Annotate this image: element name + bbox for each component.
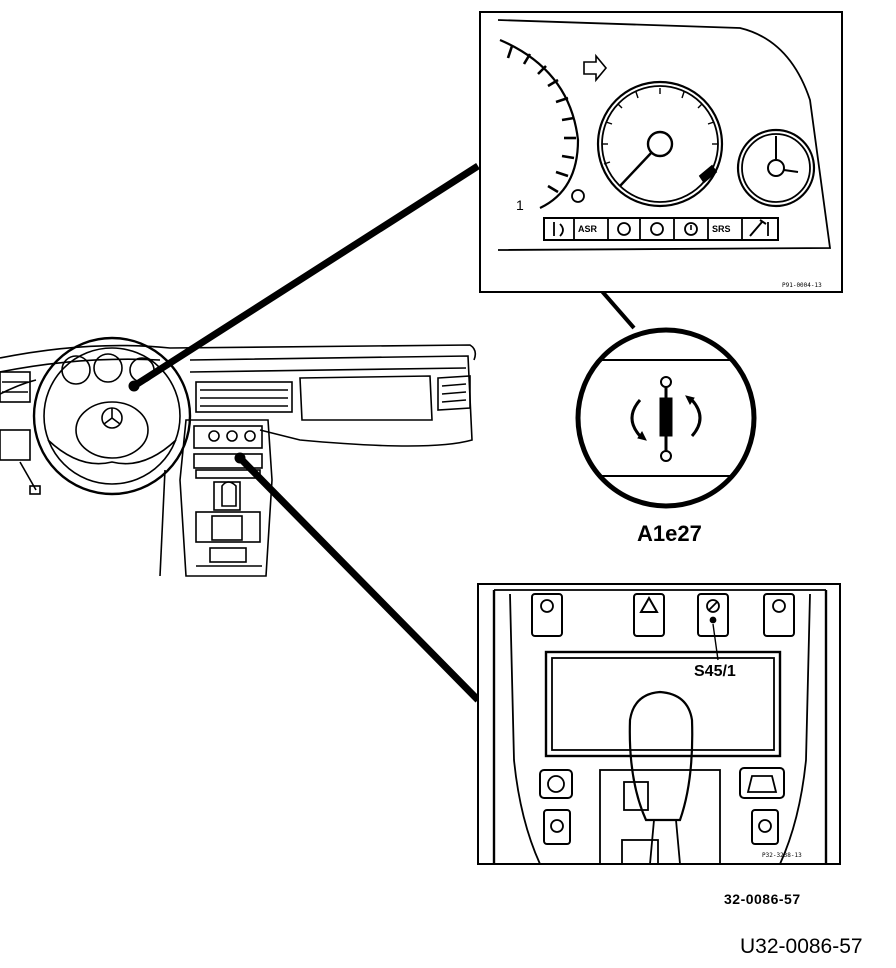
symbol-callout-label: A1e27 xyxy=(637,521,702,546)
dashboard-overview xyxy=(0,336,477,577)
steering-wheel-icon xyxy=(32,336,192,496)
center-console-detail xyxy=(477,583,841,865)
asr-icon: ASR xyxy=(578,224,598,234)
drawing-code-large: U32-0086-57 xyxy=(740,935,863,958)
console-drawing-ref: P32-3238-13 xyxy=(762,852,802,859)
warning-lamp-strip xyxy=(543,217,779,241)
turn-arrow-icon xyxy=(583,53,608,83)
svg-text:1: 1 xyxy=(516,197,524,213)
cluster-drawing-ref: P91-0004-13 xyxy=(782,282,822,289)
hazard-icon xyxy=(639,595,659,613)
srs-icon: SRS xyxy=(712,224,731,234)
level-control-icon xyxy=(630,376,702,462)
switch-callout-label: S45/1 xyxy=(694,663,736,680)
leader-line-cluster xyxy=(132,163,480,389)
instrument-cluster-detail: 1 xyxy=(479,11,843,293)
drawing-code-small: 32-0086-57 xyxy=(724,891,801,907)
wrench-icon xyxy=(749,219,767,237)
magnified-symbol xyxy=(575,327,757,509)
leader-line-console xyxy=(237,455,481,703)
